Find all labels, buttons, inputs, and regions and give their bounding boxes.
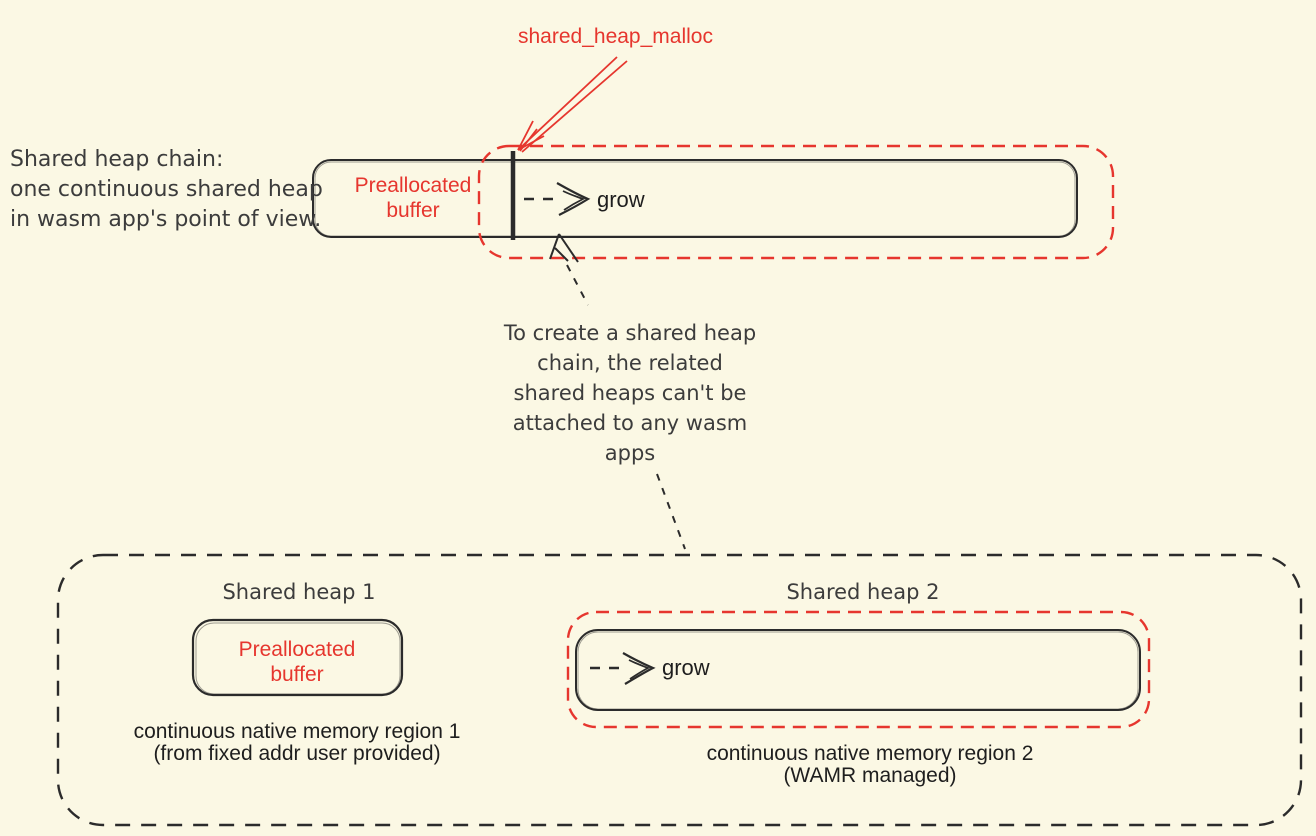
heap1-buffer-box bbox=[191, 618, 404, 697]
connector-dashes-top bbox=[566, 264, 589, 306]
memory-region-2-caption: continuous native memory region 2 (WAMR … bbox=[706, 742, 1034, 787]
shared-heap-malloc-label: shared_heap_malloc bbox=[518, 25, 713, 48]
preallocated-buffer-label-top: Preallocated buffer bbox=[354, 174, 472, 222]
native-memory-container-outline bbox=[56, 553, 1303, 827]
grow-arrow-bottom-icon bbox=[590, 652, 656, 685]
shared-heap-1-title: Shared heap 1 bbox=[222, 580, 376, 604]
preallocated-buffer-label-bottom: Preallocated buffer bbox=[238, 638, 356, 686]
heap2-region-outline bbox=[566, 610, 1151, 729]
connector-dashes-bottom bbox=[656, 473, 686, 550]
heap2-bar bbox=[575, 629, 1141, 711]
cursor-arrow-icon bbox=[549, 233, 579, 263]
memory-region-1-caption: continuous native memory region 1 (from … bbox=[133, 720, 461, 765]
malloc-arrow-icon bbox=[517, 56, 628, 153]
shared-heap-chain-bar bbox=[312, 159, 1078, 238]
grow-arrow-icon bbox=[524, 182, 591, 216]
grow-label-bottom: grow bbox=[662, 655, 710, 680]
shared-heap-chain-note: Shared heap chain: one continuous shared… bbox=[10, 147, 323, 232]
grow-label-top: grow bbox=[597, 187, 645, 212]
shared-heap-2-region-outline bbox=[477, 144, 1115, 260]
chain-creation-note: To create a shared heap chain, the relat… bbox=[503, 321, 757, 465]
shared-heap-2-title: Shared heap 2 bbox=[786, 580, 940, 604]
